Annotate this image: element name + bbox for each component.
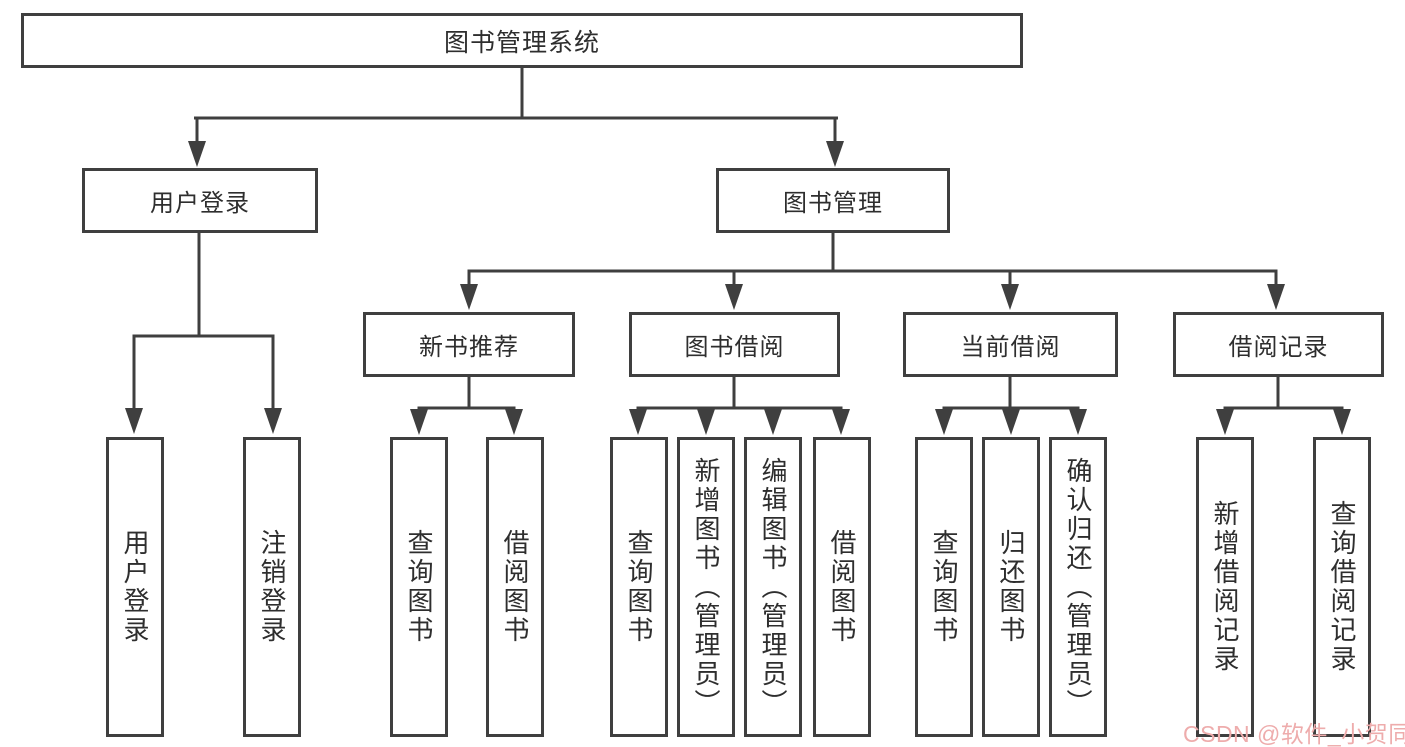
leaf-newbook-borrow-label: 借阅图书 — [500, 529, 530, 645]
leaf-borrow-query: 查询图书 — [610, 437, 668, 737]
leaf-logout: 注销登录 — [243, 437, 301, 737]
leaf-current-confirm-admin-label: 确认归还（管理员） — [1063, 456, 1093, 718]
leaf-borrow-query-label: 查询图书 — [624, 529, 654, 645]
leaf-borrow-borrow: 借阅图书 — [813, 437, 871, 737]
leaf-history-query: 查询借阅记录 — [1313, 437, 1371, 737]
leaf-user-login-label: 用户登录 — [120, 529, 150, 645]
leaf-borrow-add-admin-label: 新增图书（管理员） — [691, 456, 721, 718]
node-user-login-module: 用户登录 — [82, 168, 318, 233]
csdn-watermark: CSDN @软件_小贺同学 — [1183, 721, 1405, 747]
leaf-history-add-label: 新增借阅记录 — [1210, 500, 1240, 674]
leaf-borrow-edit-admin: 编辑图书（管理员） — [744, 437, 802, 737]
node-book-borrow: 图书借阅 — [629, 312, 840, 377]
leaf-newbook-query: 查询图书 — [390, 437, 448, 737]
leaf-newbook-borrow: 借阅图书 — [486, 437, 544, 737]
leaf-borrow-add-admin: 新增图书（管理员） — [677, 437, 735, 737]
node-borrow-records: 借阅记录 — [1173, 312, 1384, 377]
leaf-current-query-label: 查询图书 — [929, 529, 959, 645]
node-book-management-module: 图书管理 — [716, 168, 950, 233]
node-current-borrow: 当前借阅 — [903, 312, 1118, 377]
leaf-current-query: 查询图书 — [915, 437, 973, 737]
leaf-user-login: 用户登录 — [106, 437, 164, 737]
leaf-logout-label: 注销登录 — [257, 529, 287, 645]
leaf-history-add: 新增借阅记录 — [1196, 437, 1254, 737]
node-new-book-recommend: 新书推荐 — [363, 312, 575, 377]
leaf-current-return-label: 归还图书 — [996, 529, 1026, 645]
leaf-borrow-edit-admin-label: 编辑图书（管理员） — [758, 456, 788, 718]
leaf-current-confirm-admin: 确认归还（管理员） — [1049, 437, 1107, 737]
leaf-newbook-query-label: 查询图书 — [404, 529, 434, 645]
leaf-history-query-label: 查询借阅记录 — [1327, 500, 1357, 674]
node-root-system: 图书管理系统 — [21, 13, 1023, 68]
leaf-borrow-borrow-label: 借阅图书 — [827, 529, 857, 645]
leaf-current-return: 归还图书 — [982, 437, 1040, 737]
